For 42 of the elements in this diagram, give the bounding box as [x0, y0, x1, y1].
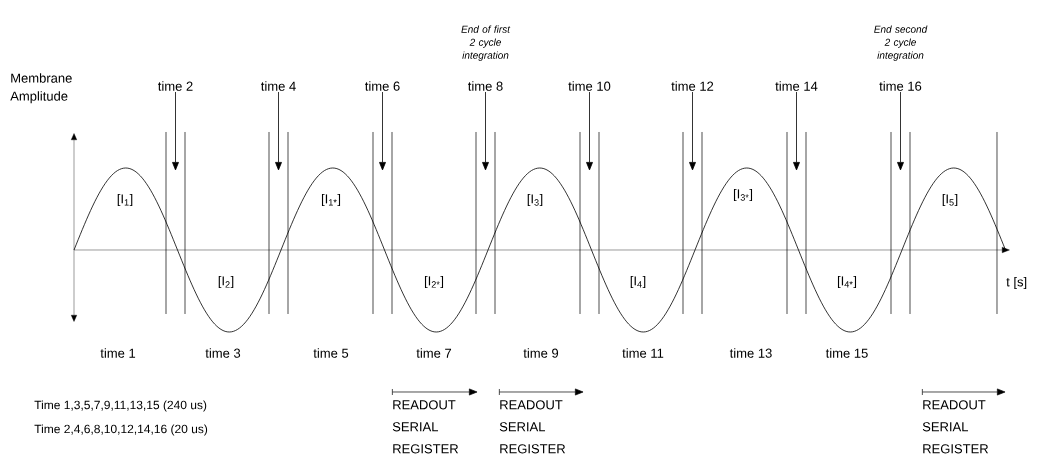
time-label: time 1 — [100, 348, 136, 358]
pointer-arrow — [897, 91, 904, 171]
region-label: [I$_{1}$] — [117, 193, 133, 207]
pointer-arrow — [379, 91, 386, 171]
time-label: time 15 — [825, 348, 868, 358]
time-label: time 9 — [523, 348, 559, 358]
time-label: time 13 — [729, 348, 772, 358]
time-label: time 3 — [205, 348, 241, 358]
annotation: End second 2 cycle integration — [874, 25, 928, 61]
region-label: [I$_{3*}$] — [733, 188, 753, 202]
time-label: time 4 — [261, 81, 296, 91]
time-label: time 10 — [568, 81, 611, 91]
region-label: [I$_{1*}$] — [321, 193, 341, 207]
time-label: time 2 — [158, 81, 193, 91]
axis-title: Membrane Amplitude — [10, 73, 72, 104]
time-label: time 5 — [313, 348, 349, 358]
time-label: time 14 — [775, 81, 818, 91]
region-label: [I$_{2*}$] — [424, 275, 444, 289]
pointer-arrow — [275, 91, 282, 171]
note: Time 2,4,6,8,10,12,14,16 (20 us) — [34, 424, 208, 436]
pointer-arrow — [586, 91, 593, 171]
time-label: time 6 — [365, 81, 400, 91]
time-label: time 11 — [622, 348, 664, 358]
region-label: [I$_{3}$] — [527, 193, 543, 207]
region-label: [I$_{4}$] — [630, 275, 646, 289]
time-label: time 7 — [416, 348, 452, 358]
region-label: [I$_{4*}$] — [837, 275, 857, 289]
time-label: time 16 — [879, 81, 922, 91]
region-label: [I$_{5}$] — [942, 193, 958, 207]
time-label: time 12 — [671, 81, 714, 91]
readout-label: READOUT SERIAL REGISTER — [922, 400, 989, 454]
readout-label: READOUT SERIAL REGISTER — [392, 400, 459, 454]
pointer-arrow — [793, 91, 800, 171]
annotation: End of first 2 cycle integration — [461, 25, 511, 61]
axis-title: t [s] — [1006, 276, 1027, 290]
pointer-arrow — [689, 91, 696, 171]
region-label: [I$_{2}$] — [218, 275, 234, 289]
time-label: time 8 — [468, 81, 503, 91]
pointer-arrow — [172, 91, 179, 171]
pointer-arrow — [482, 91, 489, 171]
note: Time 1,3,5,7,9,11,13,15 (240 us) — [34, 400, 207, 412]
readout-label: READOUT SERIAL REGISTER — [499, 400, 566, 454]
